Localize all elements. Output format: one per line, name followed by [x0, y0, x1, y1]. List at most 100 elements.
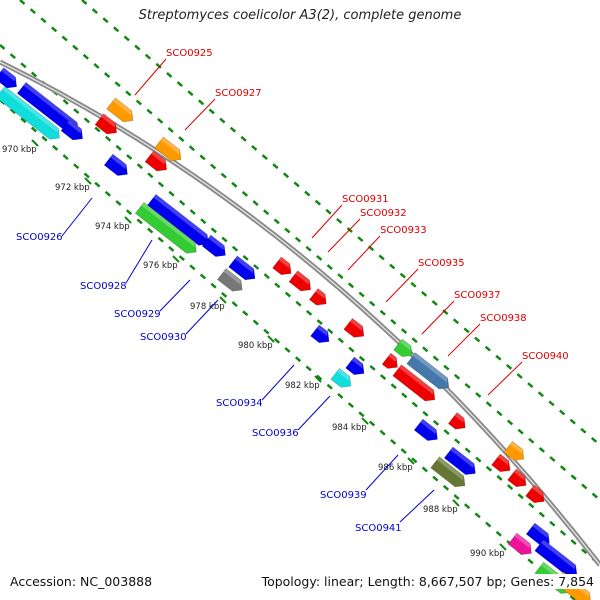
gene-body — [525, 484, 545, 504]
gene-shine — [497, 453, 509, 466]
gene-label-leader — [327, 218, 361, 253]
frame-guide-line — [0, 44, 600, 566]
kbp-tick-label: 974 kbp — [95, 222, 130, 232]
gene-label-leader — [447, 323, 481, 357]
gene-body — [94, 113, 118, 135]
kbp-tick-label: 980 kbp — [238, 341, 273, 351]
gene-label: SCO0938 — [480, 313, 527, 324]
gene-shine — [316, 324, 328, 337]
gene-body — [217, 268, 243, 292]
gene-arrow — [503, 440, 525, 461]
gene-arrow — [406, 352, 450, 390]
frame-guide-line — [0, 99, 576, 600]
gene-arrow — [491, 453, 511, 473]
gene-body — [103, 153, 128, 176]
gene-arrow — [330, 367, 352, 388]
gene-label: SCO0933 — [380, 225, 427, 236]
kbp-tick — [124, 216, 132, 224]
gene-shine — [509, 441, 523, 454]
gene-body — [343, 317, 365, 338]
gene-shine — [112, 97, 132, 116]
gene-shine — [336, 368, 350, 381]
gene-arrow — [447, 412, 466, 430]
gene-shine — [153, 194, 208, 239]
gene-body — [406, 352, 450, 390]
gene-body — [443, 446, 476, 475]
kbp-tick — [219, 296, 227, 304]
gene-body — [308, 288, 327, 306]
gene-shine — [540, 539, 576, 570]
gene-body — [381, 352, 398, 369]
kbp-tick-label: 972 kbp — [55, 183, 90, 193]
gene-arrow — [343, 317, 365, 338]
gene-shine — [351, 356, 363, 369]
gene-label-leader — [399, 489, 435, 523]
gene-shine — [436, 456, 464, 481]
gene-shine — [278, 256, 290, 269]
gene-arrow — [443, 446, 476, 475]
kbp-tick — [361, 417, 369, 425]
gene-body — [154, 136, 182, 162]
gene-label: SCO0936 — [252, 428, 299, 439]
gene-shine — [399, 338, 411, 351]
gene-label: SCO0935 — [418, 258, 465, 269]
gene-arrow — [60, 119, 84, 141]
gene-label: SCO0931 — [342, 194, 389, 205]
kbp-tick — [499, 543, 507, 551]
gene-arrow — [430, 456, 466, 488]
gene-body — [393, 338, 413, 358]
gene-body — [330, 367, 352, 388]
gene-arrow — [217, 268, 243, 292]
gene-body — [0, 85, 60, 140]
gene-label-leader — [487, 361, 523, 396]
kbp-tick-label: 970 kbp — [2, 145, 37, 155]
gene-shine — [110, 154, 127, 169]
gene-body — [507, 532, 532, 555]
gene-arrow — [94, 113, 118, 135]
gene-arrow — [0, 67, 18, 89]
gene-body — [272, 256, 292, 276]
gene-shine — [234, 255, 254, 274]
gene-shine — [412, 352, 448, 383]
gene-body — [491, 453, 511, 473]
gene-label: SCO0934 — [216, 398, 263, 409]
gene-arrow — [345, 356, 365, 376]
kbp-tick-label: 984 kbp — [332, 423, 367, 433]
gene-label-leader — [184, 98, 216, 131]
gene-arrow — [272, 256, 292, 276]
gene-label-leader — [385, 268, 419, 303]
gene-shine — [67, 119, 82, 134]
gene-label-leader — [159, 279, 191, 312]
gene-arrow — [392, 364, 436, 402]
gene-label-leader — [347, 235, 381, 271]
gene-label-leader — [134, 58, 167, 96]
gene-label-leader — [311, 204, 343, 239]
gene-label-leader — [185, 299, 219, 335]
gene-shine — [1, 67, 16, 82]
kbp-tick — [452, 499, 460, 507]
gene-arrow — [154, 136, 182, 162]
gene-label-leader — [61, 197, 93, 237]
gene-body — [503, 440, 525, 461]
kbp-tick — [314, 375, 322, 383]
gene-body — [288, 270, 312, 292]
gene-shine — [141, 202, 196, 247]
gene-label: SCO0930 — [140, 332, 187, 343]
gene-shine — [295, 270, 310, 285]
gene-shine — [315, 288, 326, 299]
gene-label-leader — [421, 300, 455, 335]
gene-arrow — [201, 234, 226, 257]
gene-shine — [349, 318, 363, 331]
gene-body — [144, 150, 168, 172]
gene-features — [0, 67, 592, 600]
gene-shine — [160, 136, 180, 155]
gene-body — [345, 356, 365, 376]
kbp-tick-label: 982 kbp — [285, 381, 320, 391]
gene-arrow — [106, 97, 134, 123]
kbp-tick-label: 986 kbp — [378, 463, 413, 473]
gene-arrow — [507, 468, 527, 488]
accession-text: Accession: NC_003888 — [10, 574, 153, 589]
gene-shine — [450, 447, 475, 469]
